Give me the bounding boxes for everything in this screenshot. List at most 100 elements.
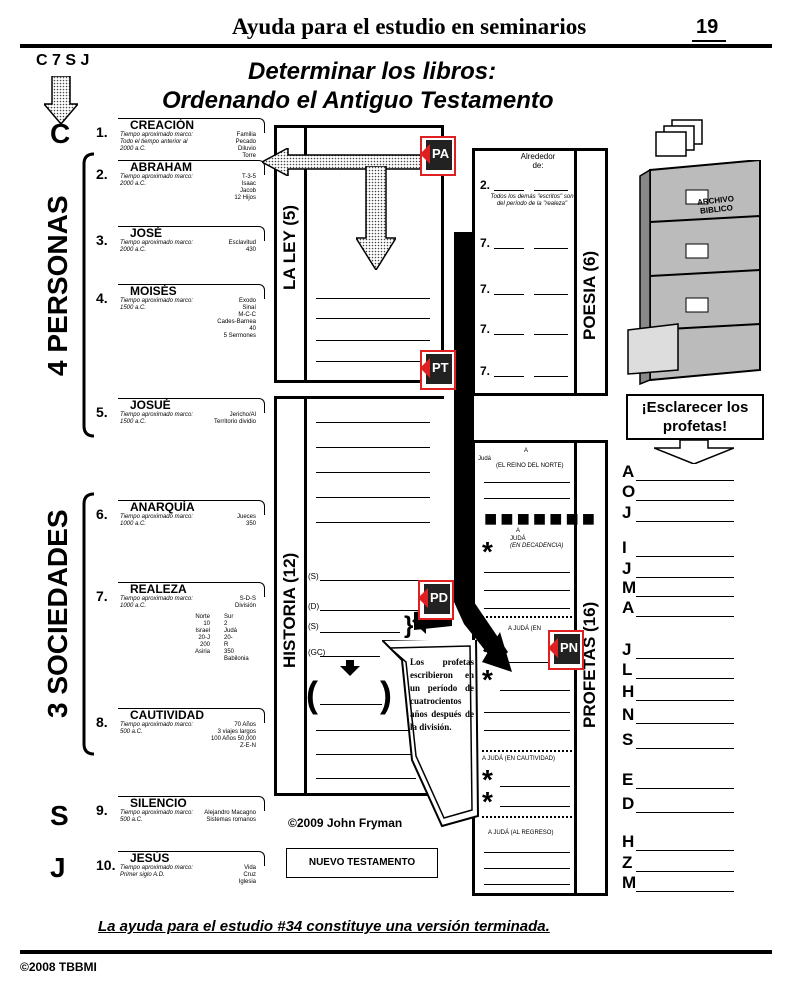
era-number: 6. xyxy=(96,506,108,522)
prophet-line xyxy=(636,700,734,701)
prophet-line xyxy=(636,788,734,789)
prophet-letter: E xyxy=(622,770,634,789)
era-marco: Tiempo aproximado marco: xyxy=(120,865,193,871)
ley-line xyxy=(316,340,430,341)
left-arrow-icon xyxy=(262,148,452,176)
era-event: 12 Hijos xyxy=(234,195,256,201)
poesia-line xyxy=(534,376,568,377)
poesia-line xyxy=(534,248,568,249)
era-number: 8. xyxy=(96,714,108,730)
footer-note: La ayuda para el estudio #34 constituye … xyxy=(98,918,550,935)
prophet-letter: H xyxy=(622,682,635,701)
prophet-letter: J xyxy=(622,640,632,659)
prophet-line xyxy=(636,658,734,659)
main-title-line1: Determinar los libros: xyxy=(248,58,497,85)
profetas-line xyxy=(484,572,570,573)
era-title: JOSÉ xyxy=(130,226,163,240)
bracket-sociedades xyxy=(82,492,95,756)
era-date: 2000 a.C. xyxy=(120,181,147,187)
folder-icon xyxy=(655,119,703,157)
prophet-letter: L xyxy=(622,660,633,679)
nuevo-testamento-text: NUEVO TESTAMENTO xyxy=(308,857,416,868)
historia-line xyxy=(316,447,430,448)
era-marco: Tiempo aproximado marco: xyxy=(120,596,193,602)
poesia-note: Todos los demás "escritos" son del perío… xyxy=(490,194,574,207)
profetas-decadencia-j: JUDÁ xyxy=(510,536,526,542)
tag-pn-icon: PN xyxy=(548,630,584,670)
era-event: Cades-Barnea xyxy=(217,319,256,325)
era-event: Alejandro Macagno xyxy=(204,810,256,816)
era-event: Esclavitud xyxy=(228,240,256,246)
ley-line xyxy=(316,298,430,299)
era-date: 500 a.C. xyxy=(120,729,143,735)
letter-s: S xyxy=(50,800,69,831)
tag-pt-icon: PT xyxy=(420,350,456,390)
era-marco: Tiempo aproximado marco: xyxy=(120,132,193,138)
asterisk-icon: * xyxy=(482,636,493,667)
brace-icon: } xyxy=(404,612,414,639)
esclarecer-box xyxy=(626,394,764,440)
profetas-cautividad: A JUDÁ (EN CAUTIVIDAD) xyxy=(482,756,556,762)
era-event: Sistemas romanos xyxy=(206,817,256,823)
historia-divider xyxy=(304,396,307,796)
prophet-line xyxy=(636,556,734,557)
profetas-line xyxy=(484,482,570,483)
letter-j: J xyxy=(50,852,66,883)
historia-label: HISTORIA (12) xyxy=(280,552,299,668)
ley-line xyxy=(316,361,430,362)
poesia-row: 7. xyxy=(480,364,491,378)
era-title: JOSUÉ xyxy=(130,398,171,412)
asterisk-icon: * xyxy=(482,764,493,795)
filing-cabinet-icon xyxy=(627,160,761,386)
paren-close: ) xyxy=(380,674,392,715)
page-number-underline xyxy=(692,40,726,42)
prophet-letter: A xyxy=(622,598,635,617)
era-box xyxy=(118,226,265,241)
historia-line xyxy=(316,754,416,755)
historia-line xyxy=(316,778,416,779)
tag-label: PD xyxy=(430,590,449,605)
small-down-arrow-icon xyxy=(340,660,360,676)
historia-mark-d: (D) xyxy=(308,602,320,611)
group-label-personas: 4 PERSONAS xyxy=(42,195,73,377)
prophet-letter: O xyxy=(622,482,636,501)
profetas-decadencia-a: A xyxy=(516,528,521,534)
prophet-letter: S xyxy=(622,730,634,749)
era-date: Todo el tiempo anterior al 2000 a.C. xyxy=(120,139,188,152)
profetas-line xyxy=(500,806,570,807)
era-marco: Tiempo aproximado marco: xyxy=(120,240,193,246)
prophet-letter: M xyxy=(622,578,637,597)
era-marco: Tiempo aproximado marco: xyxy=(120,810,193,816)
main-title-line2: Ordenando el Antiguo Testamento xyxy=(162,87,554,114)
historia-line xyxy=(320,656,380,657)
era-event: 5 Sermones xyxy=(223,333,256,339)
ley-divider xyxy=(304,125,307,383)
poesia-line xyxy=(534,334,568,335)
prophet-letter: I xyxy=(622,538,627,557)
era-event: Jericho/Al xyxy=(229,412,256,418)
prophet-line xyxy=(636,891,734,892)
prophet-letter: A xyxy=(622,462,635,481)
tag-pa-icon: PA xyxy=(420,136,456,176)
era-event: Vida xyxy=(244,865,256,871)
historia-line xyxy=(320,580,430,581)
era-number: 4. xyxy=(96,290,108,306)
era-event: S-D-S xyxy=(239,596,256,602)
historia-line xyxy=(316,422,430,423)
era-event: Iglesia xyxy=(238,879,256,885)
down-arrow-icon xyxy=(44,76,78,124)
era-title: JESÚS xyxy=(130,851,170,865)
poesia-column xyxy=(472,148,608,396)
historia-line xyxy=(316,472,430,473)
footer-rule xyxy=(20,950,772,954)
era-event: M-C-C xyxy=(238,312,256,318)
note-callout xyxy=(382,640,480,828)
footer-copyright: ©2008 TBBMI xyxy=(20,960,97,974)
nuevo-testamento-box xyxy=(286,848,438,878)
historia-line xyxy=(316,497,430,498)
